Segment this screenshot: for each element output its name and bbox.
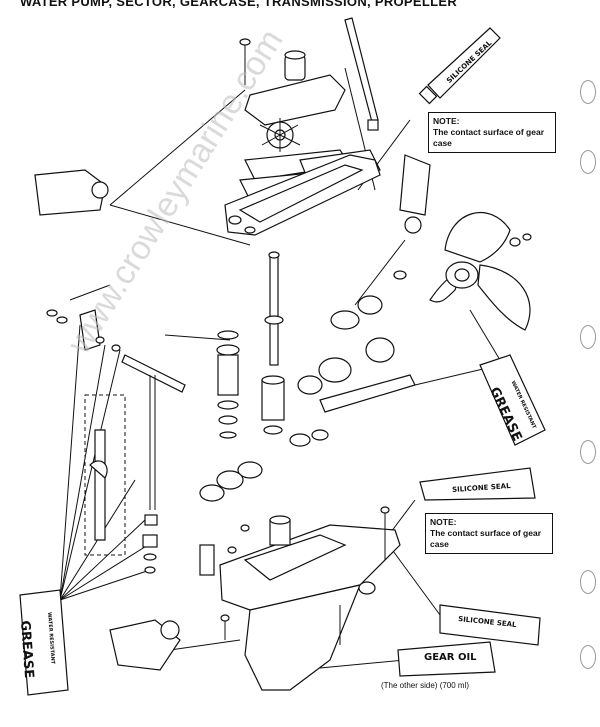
- grease-tube-right: [479, 354, 546, 446]
- bearing-stack: [216, 330, 240, 439]
- leader-lines: [59, 67, 501, 669]
- page-title: WATER PUMP, SECTOR, GEARCASE, TRANSMISSI…: [20, 0, 458, 9]
- impeller: [259, 118, 301, 152]
- upper-plate: [224, 154, 381, 236]
- grease-tube-left: [19, 589, 69, 696]
- water-pump-housing: [239, 38, 346, 126]
- gear-oil-caption: (The other side) (700 ml): [381, 681, 470, 690]
- shift-linkage: [46, 284, 186, 574]
- propeller: [429, 212, 532, 331]
- note-title: NOTE:: [430, 517, 457, 527]
- binder-hole: [580, 570, 596, 594]
- grease-bottles: [34, 154, 431, 671]
- binder-hole: [580, 645, 596, 669]
- drive-shaft: [261, 251, 285, 435]
- silicone-seal-tube-mid: [419, 467, 536, 501]
- note-top: NOTE: The contact surface of gear case: [428, 112, 556, 153]
- note-title: NOTE:: [433, 116, 460, 126]
- binder-hole: [580, 150, 596, 174]
- note-bottom: NOTE: The contact surface of gear case: [425, 513, 553, 554]
- water-tube: [344, 17, 379, 131]
- silicone-seal-tube-top: [418, 27, 501, 105]
- binder-hole: [580, 80, 596, 104]
- note-text: The contact surface of gear case: [430, 528, 542, 549]
- lower-gear-case: [199, 506, 401, 691]
- gear-oil-tube: [397, 641, 496, 677]
- note-text: The contact surface of gear case: [433, 127, 545, 148]
- propeller-shaft-gears: [199, 270, 416, 502]
- binder-hole: [580, 440, 596, 464]
- binder-hole: [580, 325, 596, 349]
- silicone-seal-tube-lower: [439, 604, 541, 646]
- gear-oil-label: GEAR OIL: [424, 652, 477, 663]
